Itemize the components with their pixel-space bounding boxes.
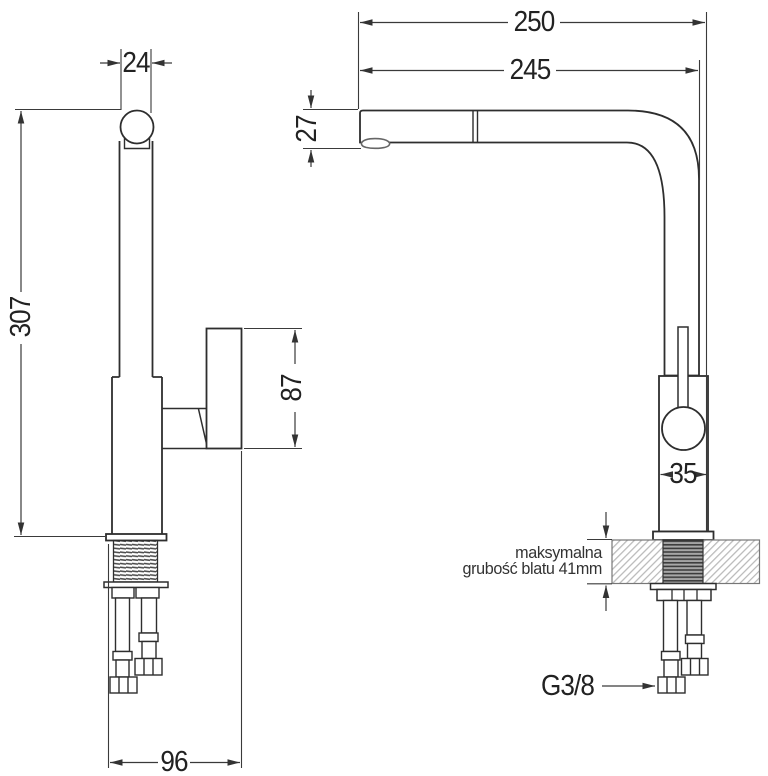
spout-head-circle xyxy=(119,109,155,145)
dim-label-spout-reach: 245 xyxy=(509,54,552,86)
threaded-shank xyxy=(112,539,159,583)
left-view xyxy=(103,109,243,694)
dim-label-spout-height: 27 xyxy=(291,115,323,143)
hose-nut xyxy=(134,657,163,676)
threaded-shank-in-slab xyxy=(662,539,704,585)
mounting-washer xyxy=(649,582,717,591)
dim-label-total-reach: 250 xyxy=(513,6,556,38)
lever-rod xyxy=(677,326,689,409)
hose-nut xyxy=(680,657,709,676)
supply-hoses-right-view xyxy=(657,599,709,694)
spout-outline xyxy=(359,109,700,377)
lever-ball xyxy=(661,406,706,451)
supply-hoses-left-view xyxy=(109,586,163,694)
base-flange xyxy=(105,533,168,542)
countertop-thickness-note: maksymalna grubość blatu 41mm xyxy=(441,543,603,578)
dim-label-base-depth: 96 xyxy=(160,746,188,776)
spout-head-bracket xyxy=(123,138,151,150)
hose-nut xyxy=(109,676,138,694)
dim-label-handle-length: 87 xyxy=(276,374,308,402)
handle-joint xyxy=(162,407,208,450)
note-line-2: grubość blatu 41mm xyxy=(462,559,603,578)
countertop xyxy=(611,539,761,602)
handle-lever xyxy=(205,327,243,450)
dim-label-height: 307 xyxy=(5,296,37,338)
aerator xyxy=(360,137,391,150)
mounting-washer xyxy=(103,581,169,589)
base-flange xyxy=(652,530,715,541)
hose-nut-g38 xyxy=(657,676,686,694)
extension-lines xyxy=(14,12,708,768)
right-view xyxy=(359,109,715,541)
dim-label-spout-width: 24 xyxy=(122,47,150,79)
dim-label-body-width: 35 xyxy=(669,458,697,490)
thread-size-label: G3/8 xyxy=(541,670,595,702)
note-line-1: maksymalna xyxy=(515,543,602,562)
dimension-lines xyxy=(17,19,707,766)
